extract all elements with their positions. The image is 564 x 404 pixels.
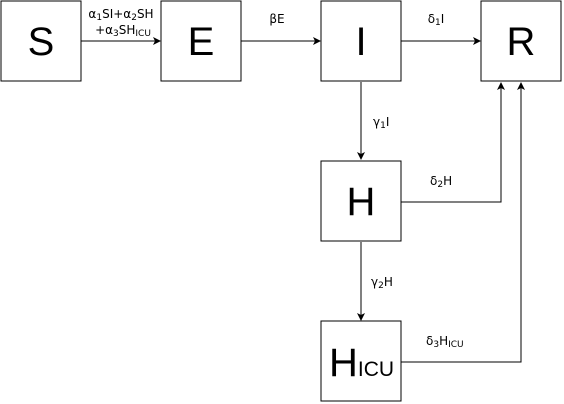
label-i-to-r: δ1I — [428, 12, 445, 28]
node-r-label: R — [507, 20, 536, 64]
s-e-l1-b: SI+α — [102, 7, 131, 21]
node-hicu-main: H — [329, 341, 358, 385]
label-h-to-hicu: γ2H — [371, 275, 393, 291]
s-e-l1-a: α — [88, 7, 96, 21]
node-hicu-label: HICU — [329, 341, 394, 385]
node-h-label: H — [347, 180, 376, 224]
node-s: S — [0, 0, 82, 82]
i-h-b: I — [386, 115, 390, 129]
label-i-to-h: γ1I — [373, 115, 389, 131]
s-e-l2-a: +α — [95, 23, 113, 37]
node-hicu: HICU — [320, 320, 402, 402]
node-s-label: S — [28, 20, 55, 64]
i-r-b: I — [441, 12, 445, 26]
h-hicu-a: γ — [371, 275, 378, 289]
node-e: E — [160, 0, 242, 82]
h-hicu-a-sub: 2 — [378, 281, 384, 291]
i-r-a-sub: 1 — [435, 18, 441, 28]
label-h-to-r: δ2H — [430, 174, 452, 190]
hicu-r-b: H — [439, 334, 448, 348]
s-e-l1-b-sub: 2 — [131, 13, 137, 23]
edge-h-to-r — [401, 82, 505, 203]
i-r-a: δ — [428, 12, 435, 26]
i-h-a-sub: 1 — [380, 121, 386, 131]
h-r-a-sub: 2 — [437, 180, 443, 190]
hicu-r-a: δ — [426, 334, 433, 348]
h-r-a: δ — [430, 174, 437, 188]
label-hicu-to-r: δ3HICU — [426, 334, 464, 350]
s-e-l1-c: SH — [137, 7, 154, 21]
s-e-l1-a-sub: 1 — [96, 13, 102, 23]
label-s-to-e-line2: +α3SHICU — [95, 23, 151, 39]
h-hicu-b: H — [384, 275, 393, 289]
node-h: H — [320, 160, 402, 242]
hicu-r-b-sub: ICU — [448, 340, 464, 350]
node-i-label: I — [355, 20, 366, 64]
s-e-l2-b: SH — [119, 23, 136, 37]
h-r-b: H — [443, 174, 452, 188]
label-s-to-e-line1: α1SI+α2SH — [88, 7, 153, 23]
node-hicu-sub: ICU — [358, 358, 394, 381]
node-i: I — [320, 0, 402, 82]
node-r: R — [480, 0, 562, 82]
hicu-r-a-sub: 3 — [433, 340, 439, 350]
edge-hicu-to-r — [401, 82, 525, 363]
label-e-to-i: βE — [269, 12, 284, 26]
s-e-l2-b-sub: ICU — [135, 29, 151, 39]
i-h-a: γ — [373, 115, 380, 129]
s-e-l2-a-sub: 3 — [113, 29, 119, 39]
node-e-label: E — [188, 20, 215, 64]
